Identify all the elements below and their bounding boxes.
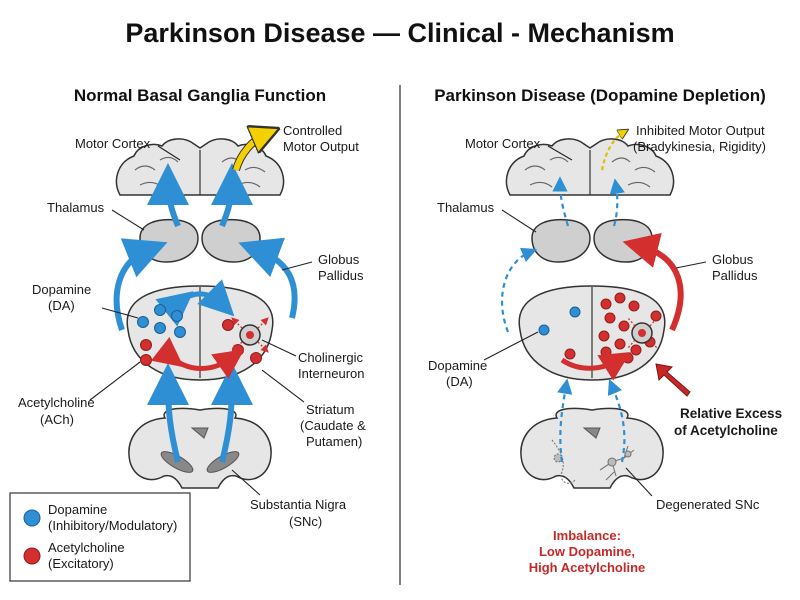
right-label-imbalance-3: High Acetylcholine	[529, 560, 646, 575]
right-label-imbalance-1: Imbalance:	[553, 528, 621, 543]
left-label-cholinergic-2: Interneuron	[298, 366, 365, 381]
right-dopamine-dots	[538, 306, 581, 336]
left-label-striatum-1: Striatum	[306, 402, 354, 417]
left-dopamine-pathways	[113, 163, 298, 463]
left-panel: Normal Basal Ganglia Function	[9, 86, 366, 582]
degenerated-neuron-right	[599, 445, 635, 481]
right-output-arrow	[600, 132, 624, 171]
left-label-dopamine-1: Dopamine	[32, 282, 91, 297]
right-label-globus-2: Pallidus	[712, 268, 758, 283]
left-label-globus-1: Globus	[318, 252, 360, 267]
right-motor-cortex-shape	[505, 138, 675, 196]
left-ach-arrow	[150, 336, 245, 379]
right-label-excess-1: Relative Excess	[680, 406, 782, 421]
right-panel-title: Parkinson Disease (Dopamine Depletion)	[434, 86, 766, 105]
left-brainstem-shape	[128, 407, 272, 489]
right-label-dopamine-1: Dopamine	[428, 358, 487, 373]
right-depleted-dopamine-pathways	[500, 176, 626, 463]
main-title: Parkinson Disease — Clinical - Mechanism	[125, 18, 674, 48]
legend: Dopamine (Inhibitory/Modulatory) Acetylc…	[9, 492, 191, 582]
right-globus-arrow	[622, 232, 684, 332]
excess-ach-pointer	[655, 363, 691, 397]
legend-ach-label-1: Acetylcholine	[48, 540, 125, 555]
right-panel: Parkinson Disease (Dopamine Depletion)	[428, 86, 782, 575]
left-label-cholinergic-1: Cholinergic	[298, 350, 364, 365]
left-thalamus-shape	[139, 218, 261, 263]
right-cholinergic-interneuron	[627, 317, 658, 349]
right-label-motor-cortex: Motor Cortex	[465, 136, 541, 151]
legend-ach-label-2: (Excitatory)	[48, 556, 114, 571]
left-label-snc-2: (SNc)	[289, 514, 322, 529]
left-label-ach-2: (ACh)	[40, 412, 74, 427]
left-label-globus-2: Pallidus	[318, 268, 364, 283]
left-label-snc-1: Substantia Nigra	[250, 497, 347, 512]
left-label-output-2: Motor Output	[283, 139, 359, 154]
left-label-striatum-2: (Caudate &	[300, 418, 366, 433]
legend-dopamine-label-1: Dopamine	[48, 502, 107, 517]
left-label-output-1: Controlled	[283, 123, 342, 138]
left-label-motor-cortex: Motor Cortex	[75, 136, 151, 151]
left-leader-lines	[89, 145, 313, 496]
right-label-globus-1: Globus	[712, 252, 754, 267]
left-label-dopamine-2: (DA)	[48, 298, 75, 313]
left-label-striatum-3: Putamen)	[306, 434, 362, 449]
right-label-thalamus: Thalamus	[437, 200, 495, 215]
right-leader-lines	[483, 145, 707, 497]
right-brainstem-shape	[520, 407, 664, 489]
left-label-ach-1: Acetylcholine	[18, 395, 95, 410]
left-panel-title: Normal Basal Ganglia Function	[74, 86, 326, 105]
legend-ach-swatch	[23, 547, 41, 565]
right-label-degenerated: Degenerated SNc	[656, 497, 760, 512]
right-ach-arrow	[560, 352, 631, 381]
legend-dopamine-label-2: (Inhibitory/Modulatory)	[48, 518, 177, 533]
left-label-thalamus: Thalamus	[47, 200, 105, 215]
right-label-output-1: Inhibited Motor Output	[636, 123, 765, 138]
right-label-output-2: (Bradykinesia, Rigidity)	[633, 139, 766, 154]
right-label-imbalance-2: Low Dopamine,	[539, 544, 635, 559]
legend-dopamine-swatch	[23, 509, 41, 527]
right-label-dopamine-2: (DA)	[446, 374, 473, 389]
right-label-excess-2: of Acetylcholine	[674, 423, 778, 438]
right-thalamus-shape	[531, 218, 653, 263]
